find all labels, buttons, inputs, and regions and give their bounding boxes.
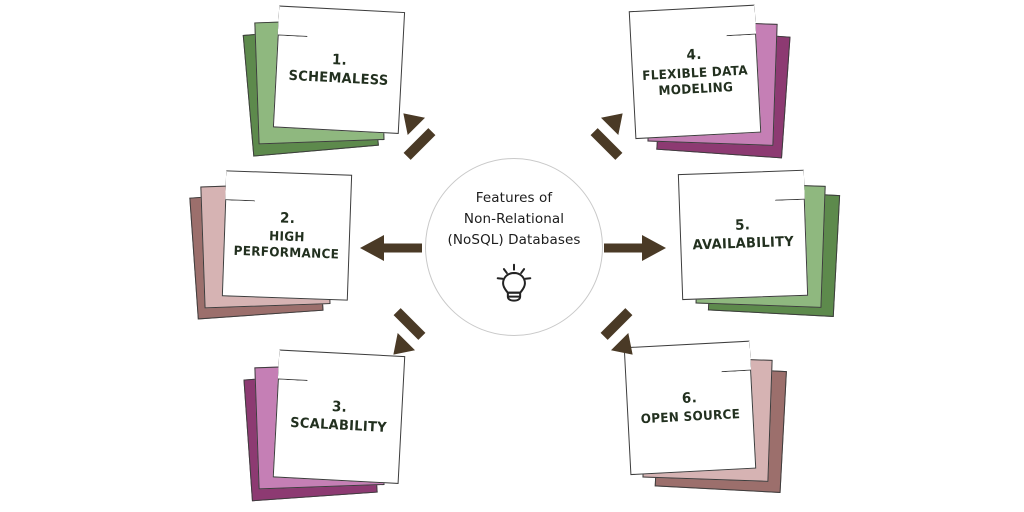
card-title: HIGH PERFORMANCE (233, 228, 340, 262)
card-number: 2. (279, 209, 296, 228)
card-label: 1. SCHEMALESS (281, 49, 397, 91)
center-title-line-2: Non-Relational (463, 211, 565, 228)
folded-corner-icon (725, 5, 757, 37)
note-front: 3. SCALABILITY (272, 349, 406, 484)
card-title: AVAILABILITY (692, 234, 795, 254)
folded-corner-icon (225, 170, 256, 201)
folded-corner-icon (774, 170, 805, 201)
card-label: 2. HIGH PERFORMANCE (224, 208, 350, 263)
card-title: OPEN SOURCE (640, 406, 741, 427)
card-label: 3. SCALABILITY (283, 396, 396, 438)
card-availability[interactable]: 5. AVAILABILITY (677, 169, 841, 317)
note-front: 4. FLEXIBLE DATA MODELING (628, 4, 762, 140)
arrow-to-high-performance (360, 235, 422, 261)
arrow-to-flexible-data-modeling (590, 113, 623, 160)
card-open-source[interactable]: 6. OPEN SOURCE (623, 340, 787, 493)
card-schemaless[interactable]: 1. SCHEMALESS (242, 5, 406, 157)
folded-corner-icon (278, 6, 310, 38)
center-node: Features of Non-Relational (NoSQL) Datab… (425, 158, 603, 336)
arrow-to-availability (604, 235, 666, 261)
card-label: 4. FLEXIBLE DATA MODELING (632, 43, 759, 101)
lightbulb-icon (496, 263, 532, 302)
center-title-line-1: Features of (475, 190, 553, 207)
card-flexible-data-modeling[interactable]: 4. FLEXIBLE DATA MODELING (628, 4, 791, 159)
center-title: Features of Non-Relational (NoSQL) Datab… (447, 188, 580, 251)
card-label: 6. OPEN SOURCE (632, 387, 747, 428)
note-front: 2. HIGH PERFORMANCE (221, 170, 353, 301)
arrow-to-scalability (393, 308, 426, 355)
arrow-to-open-source (600, 308, 633, 355)
card-high-performance[interactable]: 2. HIGH PERFORMANCE (189, 170, 353, 320)
card-title: FLEXIBLE DATA MODELING (641, 62, 749, 99)
note-front: 6. OPEN SOURCE (623, 340, 757, 476)
card-label: 5. AVAILABILITY (685, 215, 802, 255)
note-front: 5. AVAILABILITY (677, 169, 809, 301)
arrow-to-schemaless (403, 113, 436, 160)
folded-corner-icon (278, 350, 310, 382)
note-front: 1. SCHEMALESS (272, 5, 406, 134)
center-title-line-3: (NoSQL) Databases (447, 231, 581, 248)
card-scalability[interactable]: 3. SCALABILITY (243, 349, 406, 502)
folded-corner-icon (720, 341, 752, 373)
card-number: 5. (734, 216, 751, 234)
